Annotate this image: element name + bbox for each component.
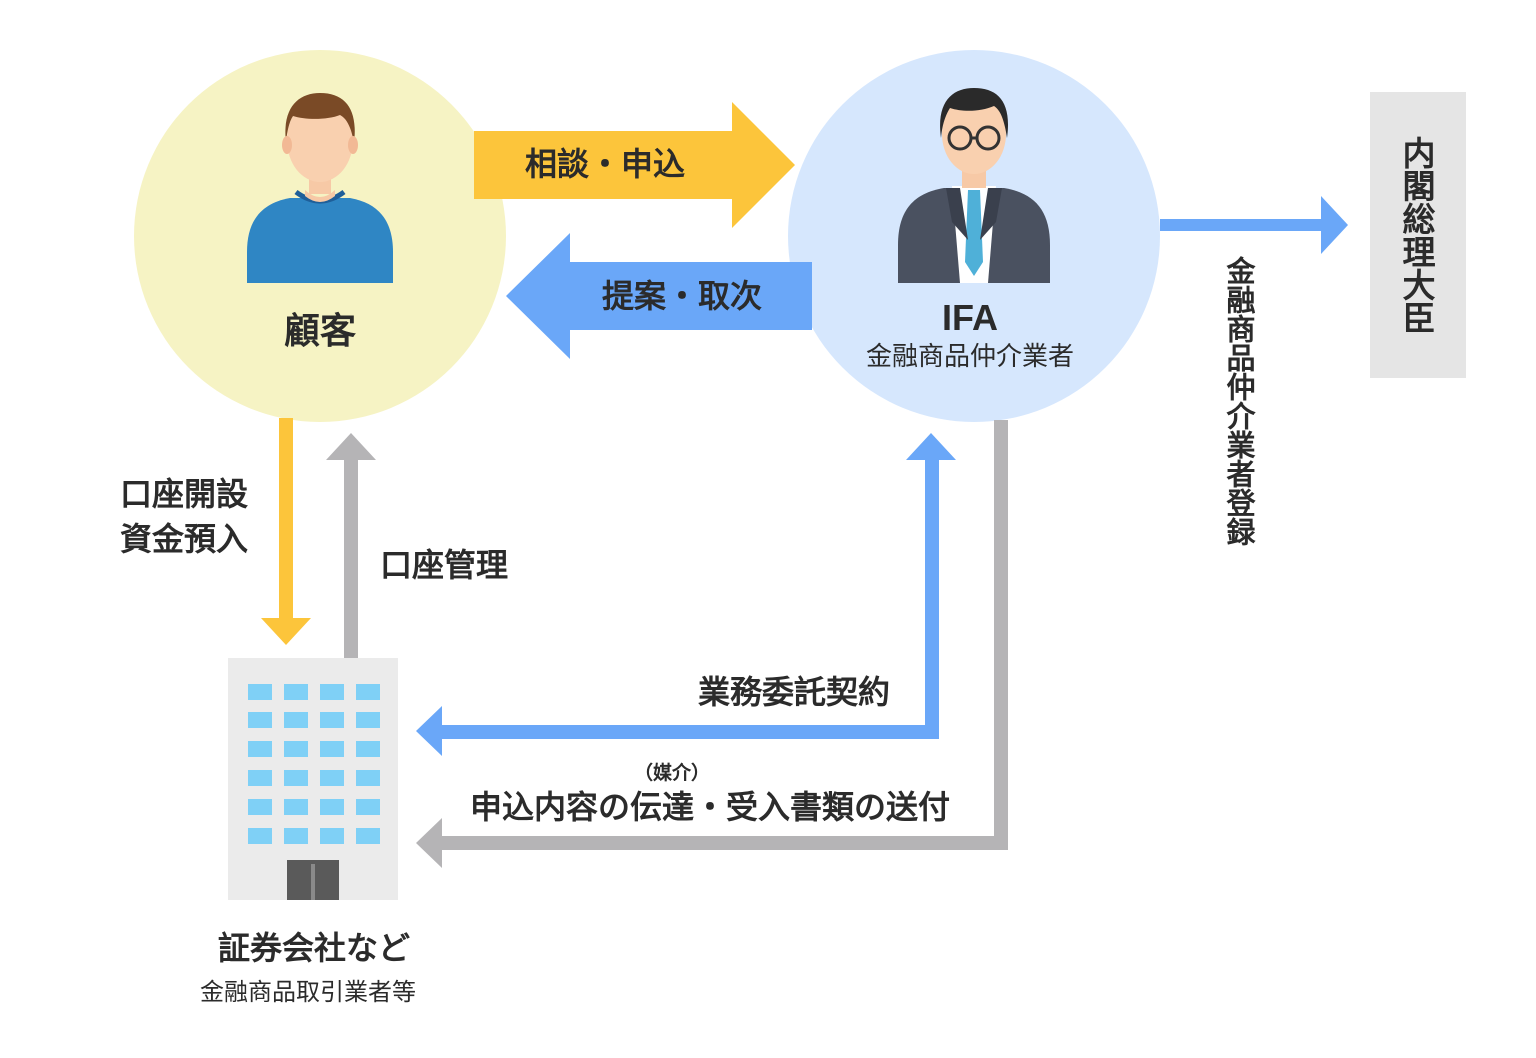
person-casual-icon bbox=[247, 93, 393, 283]
consult-arrow-label: 相談・申込 bbox=[525, 145, 686, 183]
building-window bbox=[284, 684, 308, 700]
building-window bbox=[356, 828, 380, 844]
building-window bbox=[320, 799, 344, 815]
customer-label: 顧客 bbox=[284, 311, 357, 352]
building-window bbox=[284, 799, 308, 815]
securities-label: 証券会社など bbox=[218, 929, 411, 967]
building-window bbox=[356, 799, 380, 815]
ifa-sublabel: 金融商品仲介業者 bbox=[866, 342, 1075, 372]
minister-label: 内閣総理大臣 bbox=[1397, 136, 1436, 334]
propose-arrow-label: 提案・取次 bbox=[602, 277, 763, 315]
building-window bbox=[248, 684, 272, 700]
business-contract-label: 業務委託契約 bbox=[698, 673, 891, 711]
consult-arrow bbox=[474, 102, 795, 228]
building-window bbox=[320, 684, 344, 700]
account-open-label-line2: 資金預入 bbox=[120, 520, 249, 558]
minister-box bbox=[1370, 92, 1466, 378]
registration-arrow bbox=[1160, 196, 1348, 254]
ifa-label: IFA bbox=[942, 297, 999, 338]
propose-arrow bbox=[506, 233, 812, 359]
building-window bbox=[320, 828, 344, 844]
building-window bbox=[320, 741, 344, 757]
registration-label: 金融商品仲介業者登録 bbox=[1222, 256, 1256, 546]
mediation-note: （媒介） bbox=[634, 762, 711, 784]
office-building-icon bbox=[228, 658, 398, 900]
account-open-arrow bbox=[261, 418, 311, 645]
account-open-label-line1: 口座開設 bbox=[120, 475, 249, 513]
mediation-label: 申込内容の伝達・受入書類の送付 bbox=[470, 788, 951, 826]
building-window bbox=[320, 712, 344, 728]
building-window bbox=[284, 828, 308, 844]
building-window bbox=[248, 741, 272, 757]
securities-sublabel: 金融商品取引業者等 bbox=[200, 978, 416, 1006]
building-window bbox=[356, 770, 380, 786]
account-manage-label: 口座管理 bbox=[380, 546, 509, 584]
mediation-arrow bbox=[416, 420, 1008, 868]
business-contract-arrow bbox=[416, 433, 956, 756]
building-window bbox=[248, 799, 272, 815]
building-window bbox=[248, 712, 272, 728]
building-window bbox=[248, 770, 272, 786]
building-window bbox=[284, 712, 308, 728]
account-manage-arrow bbox=[326, 433, 376, 660]
businessman-with-glasses-icon bbox=[898, 88, 1050, 283]
building-window bbox=[284, 770, 308, 786]
building-window bbox=[320, 770, 344, 786]
building-window bbox=[356, 741, 380, 757]
building-window bbox=[284, 741, 308, 757]
building-window bbox=[248, 828, 272, 844]
building-window bbox=[356, 684, 380, 700]
building-window bbox=[356, 712, 380, 728]
